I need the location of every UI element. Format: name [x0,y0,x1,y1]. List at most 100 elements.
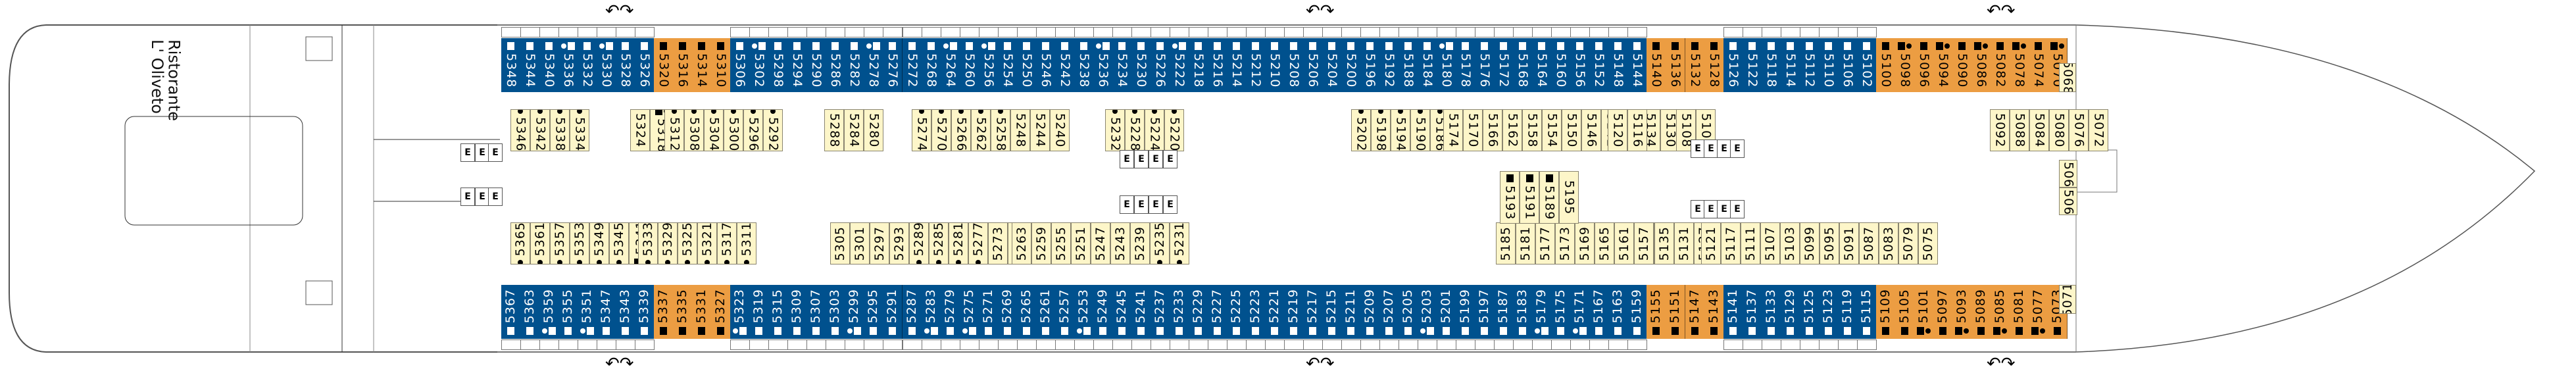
cabin-5162[interactable]: 5162 [1502,109,1522,151]
cabin-5302[interactable]: 5302 [749,38,769,92]
cabin-5165[interactable]: 5165 [1595,222,1614,264]
cabin-5133[interactable]: 5133 [1762,285,1781,339]
cabin-5175[interactable]: 5175 [1551,285,1571,339]
cabin-5192[interactable]: 5192 [1379,38,1399,92]
cabin-5091[interactable]: 5091 [1839,222,1859,264]
cabin-5245[interactable]: 5245 [1112,285,1132,339]
cabin-5085[interactable]: 5085 [1991,285,2010,339]
cabin-5326[interactable]: 5326 [635,38,655,92]
cabin-5164[interactable]: 5164 [1532,38,1552,92]
cabin-5297[interactable]: 5297 [870,222,889,264]
cabin-5169[interactable]: 5169 [1575,222,1595,264]
cabin-5290[interactable]: 5290 [806,38,826,92]
cabin-5280[interactable]: 5280 [864,109,883,151]
cabin-5316[interactable]: 5316 [673,38,693,92]
cabin-5125[interactable]: 5125 [1800,285,1820,339]
cabin-5233[interactable]: 5233 [1170,285,1189,339]
cabin-5117[interactable]: 5117 [1721,222,1741,264]
cabin-5228[interactable]: 5228 [1125,109,1145,151]
cabin-5256[interactable]: 5256 [979,38,999,92]
cabin-5075[interactable]: 5075 [1918,222,1938,264]
cabin-5209[interactable]: 5209 [1360,285,1380,339]
cabin-5264[interactable]: 5264 [941,38,960,92]
cabin-5071[interactable]: 5071 [2059,285,2076,314]
cabin-5123[interactable]: 5123 [1819,285,1839,339]
cabin-5262[interactable]: 5262 [971,109,991,151]
cabin-5183[interactable]: 5183 [1513,285,1533,339]
cabin-5263[interactable]: 5263 [1012,222,1031,264]
cabin-5167[interactable]: 5167 [1589,285,1609,339]
cabin-5221[interactable]: 5221 [1265,285,1285,339]
cabin-5081[interactable]: 5081 [2010,285,2029,339]
cabin-5234[interactable]: 5234 [1112,38,1132,92]
cabin-5128[interactable]: 5128 [1704,38,1724,92]
cabin-5272[interactable]: 5272 [903,38,922,92]
cabin-5338[interactable]: 5338 [550,109,570,151]
cabin-5216[interactable]: 5216 [1208,38,1227,92]
cabin-5277[interactable]: 5277 [968,222,988,264]
cabin-5289[interactable]: 5289 [909,222,929,264]
cabin-5329[interactable]: 5329 [658,222,678,264]
cabin-5367[interactable]: 5367 [501,285,521,339]
cabin-5247[interactable]: 5247 [1091,222,1110,264]
cabin-5103[interactable]: 5103 [1780,222,1800,264]
cabin-5156[interactable]: 5156 [1570,38,1590,92]
cabin-5299[interactable]: 5299 [845,285,864,339]
cabin-5189[interactable]: 5189 [1539,171,1559,224]
cabin-5275[interactable]: 5275 [960,285,979,339]
cabin-5198[interactable]: 5198 [1371,109,1391,151]
cabin-5363[interactable]: 5363 [520,285,540,339]
cabin-5172[interactable]: 5172 [1494,38,1514,92]
cabin-5115[interactable]: 5115 [1857,285,1877,339]
cabin-5077[interactable]: 5077 [2029,285,2048,339]
cabin-5116[interactable]: 5116 [1627,109,1647,151]
cabin-5269[interactable]: 5269 [998,285,1018,339]
cabin-5296[interactable]: 5296 [743,109,763,151]
cabin-5328[interactable]: 5328 [616,38,635,92]
cabin-5193[interactable]: 5193 [1500,171,1520,224]
cabin-5177[interactable]: 5177 [1535,222,1555,264]
cabin-5295[interactable]: 5295 [864,285,883,339]
cabin-5100[interactable]: 5100 [1876,38,1896,92]
cabin-5180[interactable]: 5180 [1437,38,1456,92]
cabin-5344[interactable]: 5344 [520,38,540,92]
cabin-5119[interactable]: 5119 [1838,285,1858,339]
cabin-5230[interactable]: 5230 [1131,38,1151,92]
cabin-5231[interactable]: 5231 [1170,222,1189,264]
cabin-5212[interactable]: 5212 [1246,38,1266,92]
cabin-5158[interactable]: 5158 [1522,109,1542,151]
cabin-5320[interactable]: 5320 [654,38,674,92]
cabin-5144[interactable]: 5144 [1627,38,1647,92]
cabin-5214[interactable]: 5214 [1227,38,1247,92]
cabin-5334[interactable]: 5334 [570,109,589,151]
cabin-5196[interactable]: 5196 [1360,38,1380,92]
cabin-5240[interactable]: 5240 [1050,109,1070,151]
cabin-5163[interactable]: 5163 [1608,285,1628,339]
cabin-5311[interactable]: 5311 [737,222,756,264]
cabin-5254[interactable]: 5254 [998,38,1018,92]
cabin-5184[interactable]: 5184 [1418,38,1437,92]
cabin-5274[interactable]: 5274 [912,109,931,151]
cabin-5098[interactable]: 5098 [1895,38,1915,92]
cabin-5219[interactable]: 5219 [1284,285,1304,339]
cabin-5323[interactable]: 5323 [730,285,750,339]
cabin-5217[interactable]: 5217 [1303,285,1323,339]
cabin-5218[interactable]: 5218 [1189,38,1208,92]
cabin-5300[interactable]: 5300 [724,109,743,151]
cabin-5255[interactable]: 5255 [1051,222,1071,264]
cabin-5105[interactable]: 5105 [1895,285,1915,339]
cabin-5276[interactable]: 5276 [883,38,903,92]
cabin-5112[interactable]: 5112 [1800,38,1820,92]
cabin-5210[interactable]: 5210 [1265,38,1285,92]
cabin-5343[interactable]: 5343 [616,285,635,339]
cabin-5332[interactable]: 5332 [578,38,597,92]
cabin-5273[interactable]: 5273 [988,222,1008,264]
cabin-5261[interactable]: 5261 [1036,285,1056,339]
cabin-5337[interactable]: 5337 [654,285,674,339]
cabin-5232[interactable]: 5232 [1105,109,1125,151]
cabin-5093[interactable]: 5093 [1952,285,1972,339]
cabin-5324[interactable]: 5324 [630,109,650,151]
cabin-5174[interactable]: 5174 [1443,109,1463,151]
cabin-5141[interactable]: 5141 [1723,285,1743,339]
cabin-5146[interactable]: 5146 [1581,109,1601,151]
